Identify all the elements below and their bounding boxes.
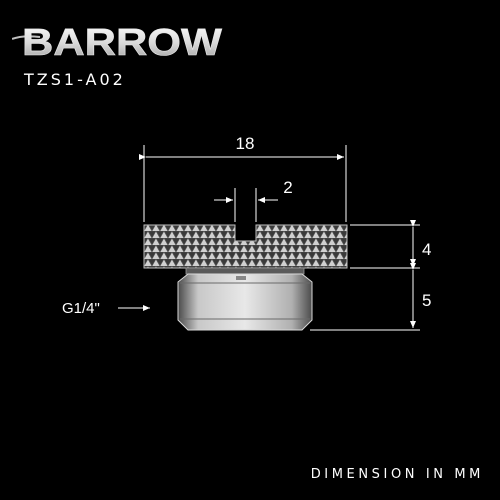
knurled-head bbox=[143, 224, 348, 269]
model-code: TZS1-A02 bbox=[24, 70, 126, 89]
thread-height-label: 5 bbox=[422, 291, 431, 310]
threaded-stem bbox=[177, 273, 313, 331]
thread-size-label: G1/4" bbox=[62, 300, 100, 317]
slot-width-label: 2 bbox=[283, 178, 292, 197]
overall-width-dimension: 18 bbox=[139, 134, 347, 222]
height-dimensions: 4 5 bbox=[310, 220, 431, 331]
thread-callout: G1/4" bbox=[62, 300, 150, 317]
barrow-logo-mark: BARROW bbox=[11, 22, 222, 64]
logo-swoosh bbox=[11, 35, 41, 40]
units-note: DIMENSION IN MM bbox=[310, 467, 484, 482]
brand-logo: BARROW bbox=[11, 20, 227, 64]
logo-text: BARROW bbox=[22, 22, 222, 60]
neck bbox=[185, 267, 305, 275]
head-height-label: 4 bbox=[422, 240, 431, 259]
slot-width-dimension: 2 bbox=[214, 178, 293, 222]
overall-width-label: 18 bbox=[236, 134, 255, 153]
